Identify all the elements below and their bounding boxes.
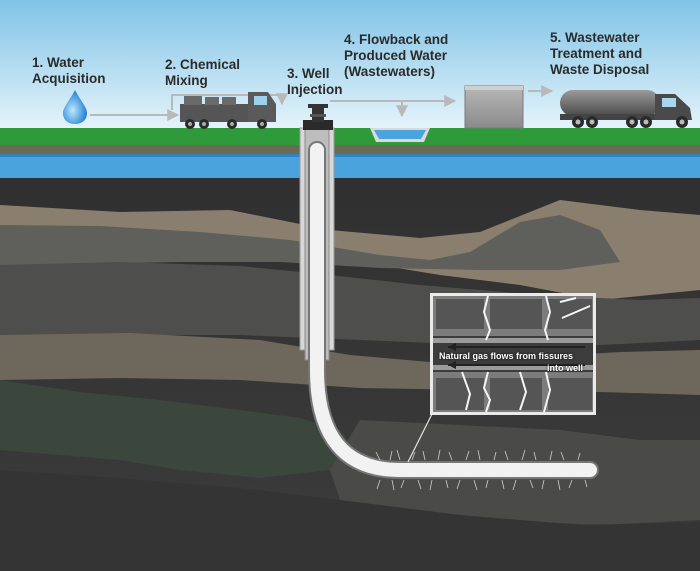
step-4-line-3: (Wastewaters) — [344, 64, 436, 79]
fissure-detail-inset — [430, 293, 596, 415]
fracture-zone — [375, 449, 588, 491]
storage-tank-icon — [464, 85, 524, 129]
wastewater-pit-icon — [370, 128, 430, 142]
aquifer-top-edge — [0, 154, 700, 157]
rock-layer-grey-upper — [0, 215, 620, 270]
step-3-line-2: Injection — [287, 82, 343, 97]
step-4-label: 4. Flowback and Produced Water (Wastewat… — [344, 32, 448, 80]
step-5-label: 5. Wastewater Treatment and Waste Dispos… — [550, 30, 649, 78]
step-1-line-2: Acquisition — [32, 71, 106, 86]
step-3-label: 3. Well Injection — [287, 66, 343, 98]
step-2-line-2: Mixing — [165, 73, 208, 88]
step-2-label: 2. Chemical Mixing — [165, 57, 240, 89]
step-5-line-1: 5. Wastewater — [550, 30, 640, 45]
step-1-line-1: 1. Water — [32, 55, 85, 70]
chemical-mixing-truck-icon — [180, 92, 276, 129]
tanker-truck-icon — [560, 90, 692, 128]
step-1-label: 1. Water Acquisition — [32, 55, 106, 87]
step-4-line-1: 4. Flowback and — [344, 32, 449, 47]
water-drop-icon — [63, 90, 87, 124]
step-5-line-2: Treatment and — [550, 46, 643, 61]
grass-shadow — [0, 145, 700, 154]
inset-caption-line-2: into well — [547, 363, 583, 373]
inset-leader-line — [407, 411, 434, 463]
grass — [0, 128, 700, 148]
inset-caption-line-1: Natural gas flows from fissures — [439, 351, 574, 361]
wellhead-icon — [303, 104, 333, 130]
rock-layer-green — [0, 380, 360, 478]
flow-arrow-2 — [171, 93, 288, 110]
aquifer — [0, 154, 700, 178]
rock-layer-bottom — [0, 470, 700, 571]
horizontal-well-bore-inner — [310, 143, 597, 477]
step-4-line-2: Produced Water — [344, 48, 448, 63]
step-5-line-3: Waste Disposal — [550, 62, 650, 77]
step-3-line-1: 3. Well — [287, 66, 330, 81]
step-2-line-1: 2. Chemical — [165, 57, 241, 72]
